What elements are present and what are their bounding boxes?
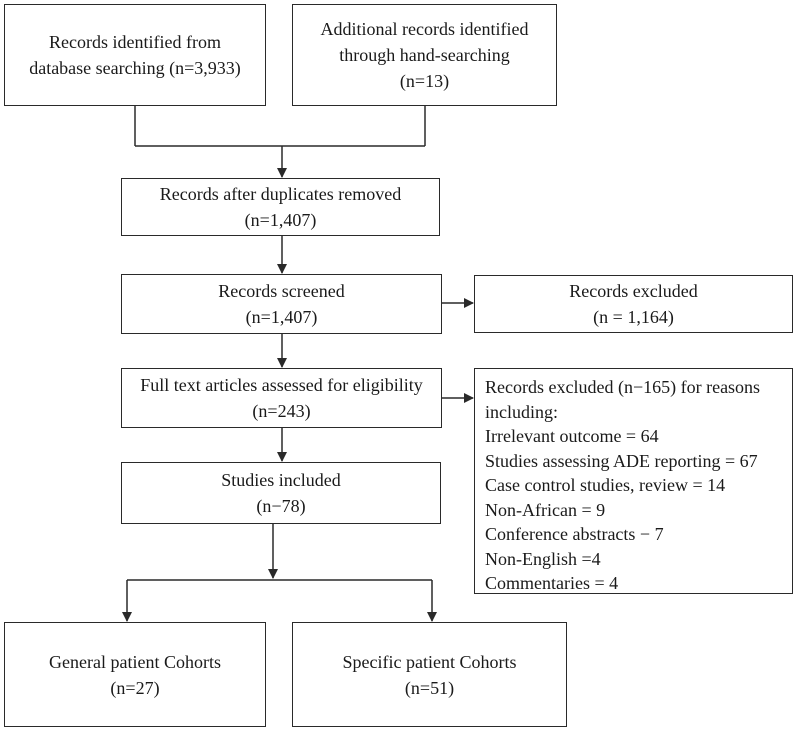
box-text: Specific patient Cohorts <box>342 651 517 672</box>
box-text: Records excluded (n−165) for reasons <box>485 377 761 397</box>
box-text: (n=13) <box>399 71 450 91</box>
specific-cohorts-box: Specific patient Cohorts (n=51) <box>292 622 567 727</box>
exclusion-reason: Conference abstracts − 7 <box>485 524 664 544</box>
records-screened-box: Records screened (n=1,407) <box>121 274 442 334</box>
box-text: including: <box>485 401 558 422</box>
studies-included-box: Studies included (n−78) <box>121 462 441 524</box>
box-text: (n = 1,164) <box>593 307 674 327</box>
box-text: Full text articles assessed for eligibil… <box>140 375 423 395</box>
box-text: through hand-searching <box>339 45 510 65</box>
box-text: (n−78) <box>256 496 306 516</box>
box-text: (n=1,407) <box>245 307 318 327</box>
exclusion-reason: Commentaries = 4 <box>485 573 619 593</box>
box-text: Records after duplicates removed <box>159 184 402 204</box>
box-text: (n=27) <box>110 677 160 698</box>
box-text: (n=51) <box>404 677 455 698</box>
database-search-box: Records identified from database searchi… <box>4 4 266 106</box>
exclusion-reason: Studies assessing ADE reporting = 67 <box>485 450 758 471</box>
exclusion-reason: Non-African = 9 <box>485 499 606 520</box>
exclusion-reason: Irrelevant outcome = 64 <box>485 426 659 446</box>
records-excluded-box: Records excluded (n = 1,164) <box>474 275 793 333</box>
exclusion-reason: Non-English =4 <box>485 548 601 569</box>
box-text: Additional records identified <box>320 19 529 39</box>
exclusion-reason: Case control studies, review = 14 <box>485 475 726 495</box>
box-text: Studies included <box>221 470 341 490</box>
box-text: (n=243) <box>252 401 311 421</box>
box-text: Records identified from <box>49 32 221 52</box>
box-text: Records screened <box>218 281 345 301</box>
hand-search-box: Additional records identified through ha… <box>292 4 557 106</box>
general-cohorts-box: General patient Cohorts (n=27) <box>4 622 266 727</box>
box-text: database searching (n=3,933) <box>29 58 241 78</box>
excluded-reasons-box: Records excluded (n−165) for reasons inc… <box>474 368 793 594</box>
duplicates-removed-box: Records after duplicates removed (n=1,40… <box>121 178 440 236</box>
box-text: General patient Cohorts <box>49 651 221 672</box>
full-text-assessed-box: Full text articles assessed for eligibil… <box>121 368 442 428</box>
box-text: (n=1,407) <box>244 210 317 230</box>
box-text: Records excluded <box>569 281 698 301</box>
